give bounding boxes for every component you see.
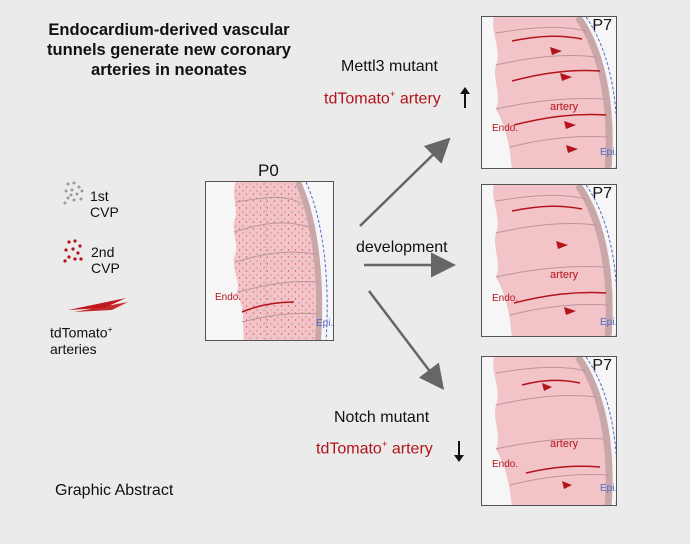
p7-mettl3-artery-label: artery — [550, 101, 579, 113]
stage-p0-label: P0 — [258, 161, 279, 180]
p7-notch-panel: P7 artery Endo. Epi. — [481, 356, 617, 506]
p7-notch-stage-label: P7 — [592, 357, 612, 374]
p7-control-panel: P7 artery Endo. Epi. — [481, 184, 617, 337]
arrow-to-notch — [368, 290, 445, 390]
p7-control-artery-label: artery — [550, 269, 579, 281]
arrow-to-mettl3 — [359, 137, 451, 227]
notch-artery-label: tdTomato+ artery — [316, 439, 433, 458]
p7-mettl3-panel: P7 artery Endo. Epi. — [481, 16, 617, 169]
p7-notch-heart-drawing — [493, 357, 616, 505]
p7-notch-epi-label: Epi. — [600, 483, 617, 494]
p7-mettl3-epi-label: Epi. — [600, 147, 617, 158]
p7-mettl3-stage-label: P7 — [592, 17, 612, 34]
graphic-abstract-label: Graphic Abstract — [55, 482, 174, 499]
p7-mettl3-heart-drawing — [493, 17, 616, 168]
development-label: development — [356, 239, 448, 256]
p7-control-epi-label: Epi. — [600, 317, 617, 328]
p7-control-endo-label: Endo. — [492, 293, 519, 304]
p0-endo-label: Endo. — [215, 292, 242, 303]
first-cvp-icon — [63, 181, 84, 205]
p7-control-stage-label: P7 — [592, 185, 612, 202]
increase-arrow-icon — [460, 87, 470, 108]
notch-mutant-label: Notch mutant — [334, 409, 430, 426]
p7-notch-endo-label: Endo. — [492, 459, 519, 470]
p7-mettl3-endo-label: Endo. — [492, 123, 519, 134]
mettl3-mutant-label: Mettl3 mutant — [341, 58, 438, 75]
page-title: Endocardium-derived vascular tunnels gen… — [47, 21, 291, 79]
mettl3-artery-label: tdTomato+ artery — [324, 89, 441, 108]
legend-first-cvp: 1st CVP — [90, 188, 119, 220]
legend-arteries: tdTomato+ arteries — [50, 324, 113, 357]
p0-heart-panel: Endo. Epi. — [205, 181, 334, 341]
p7-notch-artery-label: artery — [550, 438, 579, 450]
p7-control-heart-drawing — [493, 185, 616, 336]
p0-epi-label: Epi. — [316, 318, 334, 329]
p0-heart-drawing — [233, 182, 328, 340]
second-cvp-icon — [63, 239, 83, 263]
decrease-arrow-icon — [454, 441, 464, 462]
legend-second-cvp: 2nd CVP — [91, 244, 120, 276]
artery-legend-icon — [68, 298, 128, 312]
